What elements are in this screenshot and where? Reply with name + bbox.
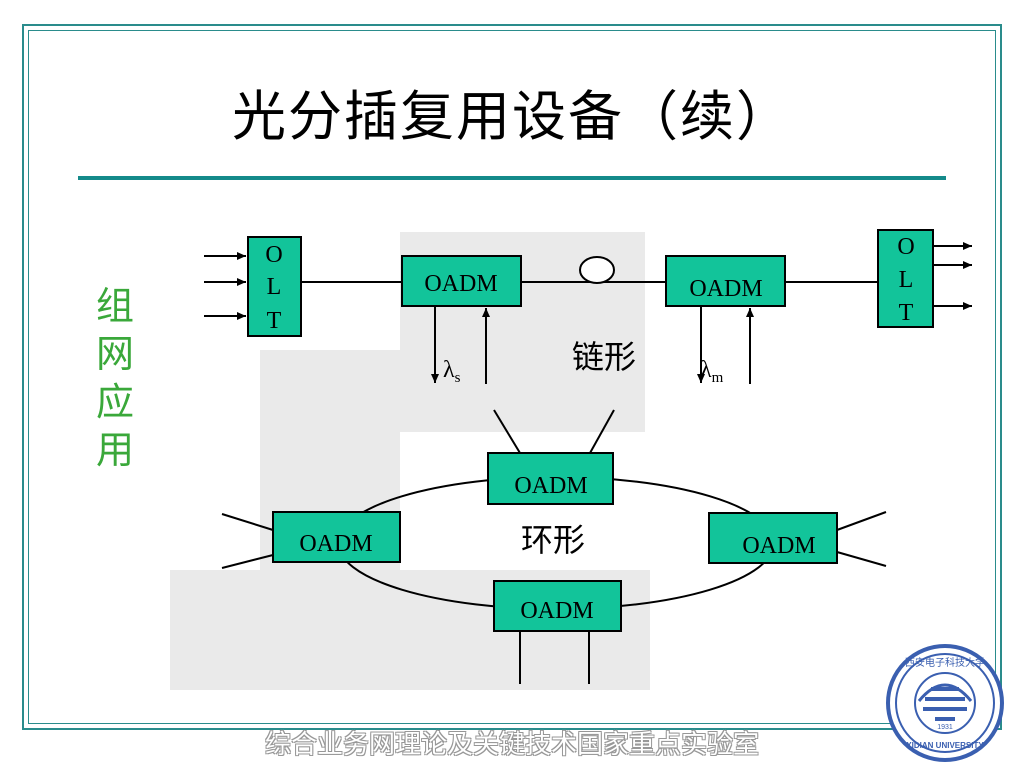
side-label-char-1: 组 [95, 284, 134, 328]
ring-right-branch-top [836, 511, 887, 531]
olt-left-letter-t: T [267, 308, 282, 334]
chain-oadm-2: OADM [665, 255, 786, 307]
lambda-s-label: λs [443, 357, 461, 386]
ring-oadm-left: OADM [272, 511, 401, 563]
slide-title: 光分插复用设备（续） [232, 85, 792, 148]
chain-oadm-1-label: OADM [424, 271, 497, 297]
ring-oadm-left-label: OADM [299, 531, 372, 557]
fiber-spool [579, 256, 615, 284]
ring-left-branch-bottom [221, 554, 274, 569]
side-label: 组 网 应 用 [92, 282, 138, 474]
ring-top-branch-right [589, 409, 615, 454]
ring-left-branch-top [221, 513, 274, 531]
olt-right-letter-o: O [897, 234, 914, 260]
ring-label: 环形 [521, 521, 585, 559]
ring-oadm-top: OADM [487, 452, 614, 505]
ring-oadm-top-label: OADM [514, 473, 587, 499]
ring-oadm-bottom: OADM [493, 580, 622, 632]
logo-year: 1931 [937, 724, 953, 731]
chain-label: 链形 [572, 338, 636, 376]
olt-left-letter-o: O [265, 242, 282, 268]
ring-right-branch-bottom [836, 551, 887, 567]
olt-right-letter-l: L [899, 267, 914, 293]
title-divider [78, 176, 946, 180]
chain-oadm-2-label: OADM [689, 276, 762, 302]
side-label-char-4: 用 [95, 428, 134, 472]
chain-oadm-1: OADM [401, 255, 522, 307]
ring-oadm-right: OADM [708, 512, 838, 564]
logo-ring-text-bottom: XIDIAN UNIVERSITY [906, 741, 984, 750]
lambda-m-label: λm [700, 357, 724, 386]
side-label-char-3: 应 [95, 380, 134, 424]
olt-right: O L T [877, 229, 934, 328]
ring-top-branch-left [493, 409, 521, 454]
slide-frame-inner [28, 30, 996, 724]
footer-lab-name: 综合业务网理论及关键技术国家重点实验室 [264, 730, 759, 760]
slide-frame-outer [22, 24, 1002, 730]
olt-left: O L T [247, 236, 302, 337]
logo-ring-text-top: 西安电子科技大学 [905, 656, 985, 669]
olt-left-letter-l: L [267, 274, 282, 300]
ring-oadm-bottom-label: OADM [520, 598, 593, 624]
side-label-char-2: 网 [95, 332, 134, 376]
ring-oadm-right-label: OADM [742, 533, 815, 559]
university-logo: 西安电子科技大学 XIDIAN UNIVERSITY 1931 [886, 644, 1004, 762]
olt-right-letter-t: T [899, 300, 914, 326]
